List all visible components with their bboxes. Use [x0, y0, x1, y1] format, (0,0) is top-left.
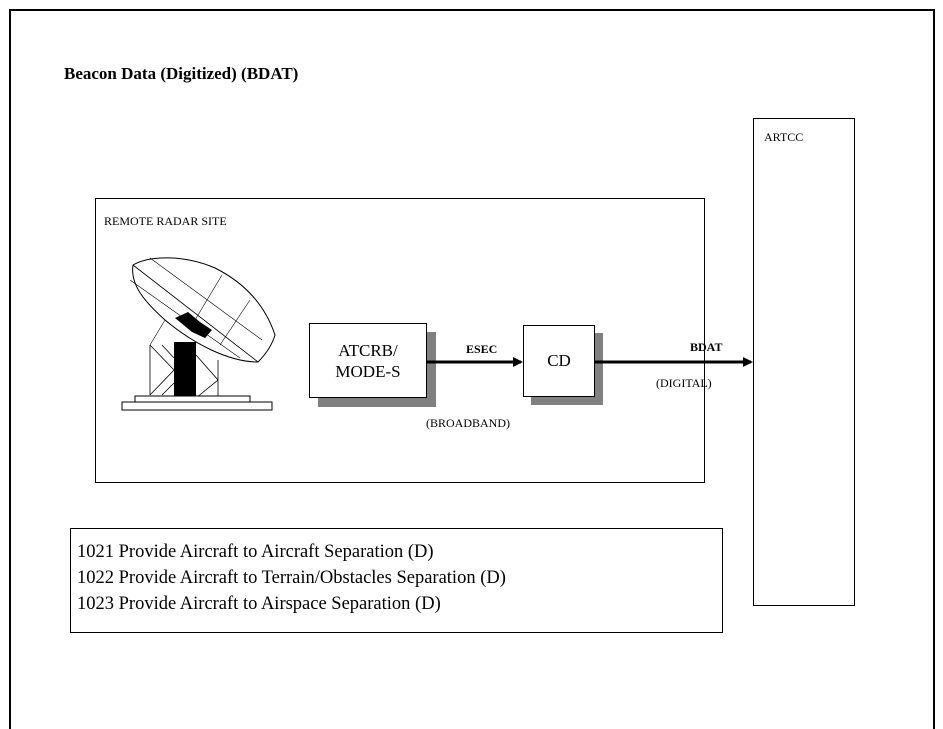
bdat-label: BDAT [690, 340, 722, 355]
bdat-sublabel: (DIGITAL) [656, 376, 712, 391]
esec-sublabel: (BROADBAND) [426, 416, 510, 431]
function-item: 1023 Provide Aircraft to Airspace Separa… [77, 591, 722, 617]
functions-box: 1021 Provide Aircraft to Aircraft Separa… [70, 528, 723, 633]
esec-label: ESEC [466, 342, 497, 357]
function-item: 1022 Provide Aircraft to Terrain/Obstacl… [77, 565, 722, 591]
function-item: 1021 Provide Aircraft to Aircraft Separa… [77, 539, 722, 565]
